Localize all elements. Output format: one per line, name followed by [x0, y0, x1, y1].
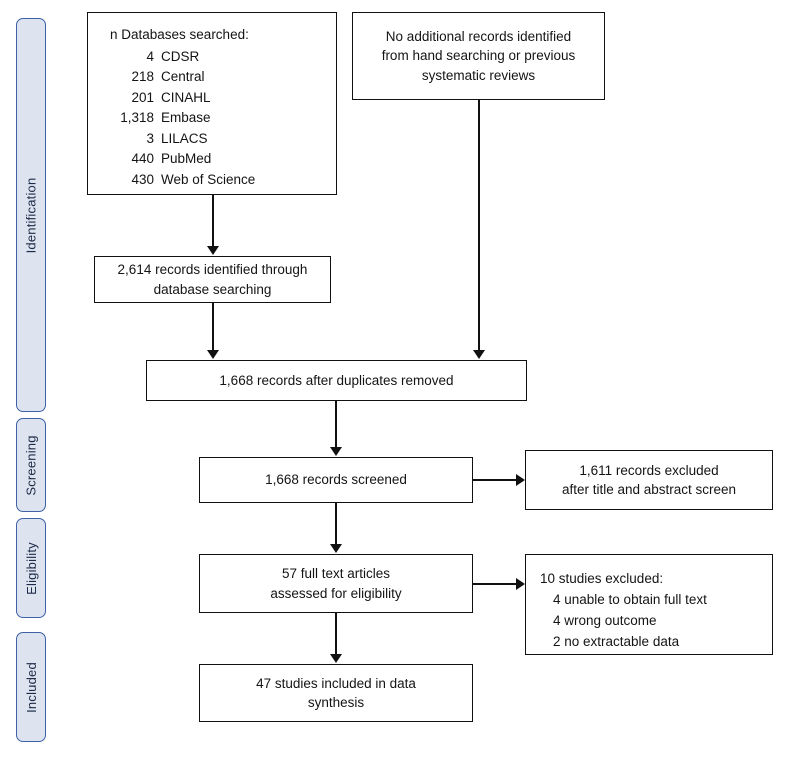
box-full-text-assessed-text: 57 full text articles assessed for eligi…	[270, 566, 402, 601]
connector-screened-to-excluded	[473, 479, 517, 481]
box-hand-searching-text: No additional records identified from ha…	[381, 29, 576, 83]
stage-tab-screening-label: Screening	[23, 434, 39, 496]
box-records-identified-text: 2,614 records identified through databas…	[117, 262, 308, 297]
arrowhead-screened-to-fulltext	[330, 544, 342, 553]
database-name: Embase	[161, 110, 211, 126]
database-name: CINAHL	[161, 89, 211, 105]
database-count: 1,318	[120, 110, 154, 126]
box-studies-included-text: 47 studies included in data synthesis	[256, 675, 416, 710]
connector-fulltext-to-included	[335, 613, 337, 656]
studies-excluded-reason: 4 wrong outcome	[553, 612, 657, 628]
connector-databases-to-identified	[212, 195, 214, 247]
stage-tab-eligibility-label: Eligibility	[23, 541, 39, 595]
database-count: 201	[131, 89, 154, 105]
database-name: CDSR	[161, 48, 200, 64]
database-row: 201 CINAHL	[96, 88, 328, 109]
box-records-excluded-text: 1,611 records excluded after title and a…	[561, 462, 737, 497]
database-row: 218 Central	[96, 67, 328, 88]
box-records-screened: 1,668 records screened	[199, 457, 473, 503]
connector-identified-to-duplicates	[212, 303, 214, 351]
databases-heading: n Databases searched:	[110, 27, 249, 42]
arrowhead-identified-to-duplicates	[207, 350, 219, 359]
arrowhead-duplicates-to-screened	[330, 447, 342, 456]
arrowhead-fulltext-to-excluded	[516, 578, 525, 590]
database-count: 440	[131, 151, 154, 167]
stage-tab-eligibility[interactable]: Eligibility	[16, 518, 46, 618]
box-studies-excluded: 10 studies excluded: 4 unable to obtain …	[525, 554, 773, 655]
stage-tab-identification[interactable]: Identification	[16, 18, 46, 412]
database-count: 218	[131, 69, 154, 85]
box-records-screened-text: 1,668 records screened	[265, 472, 407, 488]
databases-list: n Databases searched: 4 CDSR 218 Central…	[96, 25, 328, 190]
arrowhead-databases-to-identified	[207, 246, 219, 255]
studies-excluded-heading: 10 studies excluded:	[540, 571, 664, 586]
studies-excluded-reason: 2 no extractable data	[553, 633, 680, 649]
database-row: 1,318 Embase	[96, 108, 328, 129]
box-after-duplicates-removed-text: 1,668 records after duplicates removed	[219, 372, 454, 388]
studies-excluded-list: 10 studies excluded: 4 unable to obtain …	[540, 569, 707, 653]
database-name: Central	[161, 69, 205, 85]
database-count: 4	[146, 48, 154, 64]
arrowhead-screened-to-excluded	[516, 474, 525, 486]
stage-tab-identification-label: Identification	[23, 177, 39, 253]
connector-fulltext-to-excluded	[473, 583, 517, 585]
box-after-duplicates-removed: 1,668 records after duplicates removed	[146, 360, 527, 401]
box-studies-included: 47 studies included in data synthesis	[199, 664, 473, 722]
box-full-text-assessed: 57 full text articles assessed for eligi…	[199, 554, 473, 613]
database-row: 430 Web of Science	[96, 170, 328, 191]
database-row: 440 PubMed	[96, 149, 328, 170]
stage-tab-included-label: Included	[23, 661, 39, 713]
stage-tab-screening[interactable]: Screening	[16, 418, 46, 512]
box-records-excluded: 1,611 records excluded after title and a…	[525, 450, 773, 510]
database-count: 430	[131, 171, 154, 187]
database-name: PubMed	[161, 151, 212, 167]
connector-screened-to-fulltext	[335, 503, 337, 546]
studies-excluded-reason: 4 unable to obtain full text	[553, 591, 707, 607]
connector-duplicates-to-screened	[335, 401, 337, 448]
database-row: 4 CDSR	[96, 47, 328, 68]
stage-tab-included[interactable]: Included	[16, 632, 46, 742]
arrowhead-fulltext-to-included	[330, 654, 342, 663]
database-name: Web of Science	[161, 171, 256, 187]
box-records-identified: 2,614 records identified through databas…	[94, 256, 331, 303]
box-hand-searching: No additional records identified from ha…	[352, 12, 605, 100]
database-count: 3	[146, 130, 154, 146]
database-name: LILACS	[161, 130, 208, 146]
database-row: 3 LILACS	[96, 129, 328, 150]
box-databases-searched: n Databases searched: 4 CDSR 218 Central…	[87, 12, 337, 195]
connector-hand-searching-to-duplicates	[478, 100, 480, 351]
arrowhead-hand-searching-to-duplicates	[473, 350, 485, 359]
